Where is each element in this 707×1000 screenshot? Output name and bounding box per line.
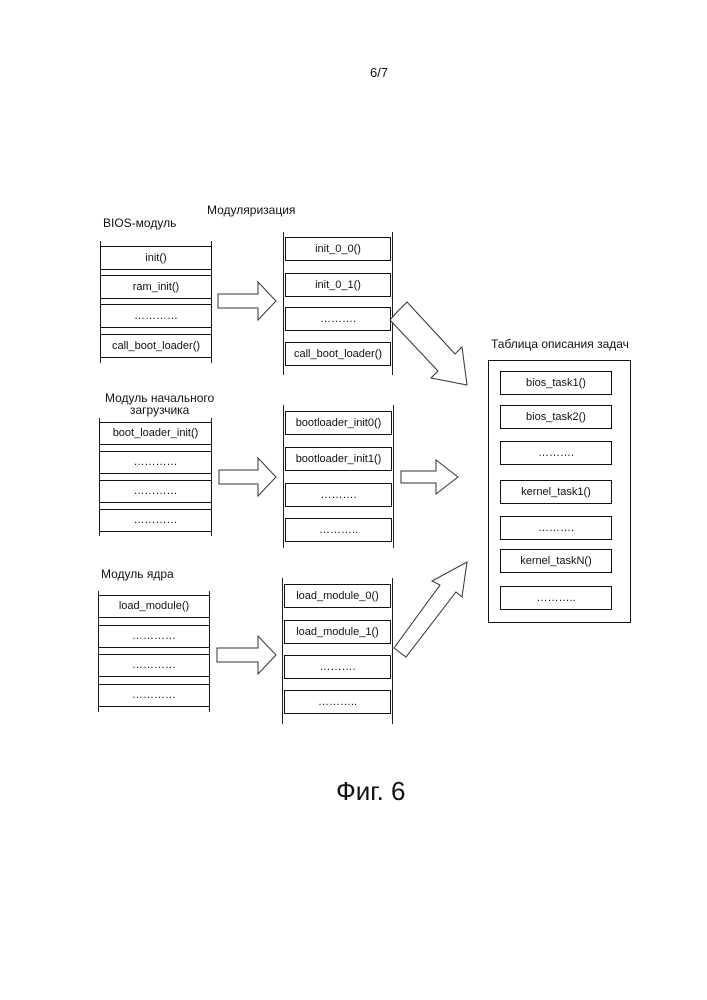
right-arrow-icon bbox=[401, 460, 458, 494]
right-arrow-icon bbox=[217, 636, 276, 674]
diagonal-arrow-icon bbox=[390, 302, 467, 385]
diagonal-arrow-icon bbox=[394, 562, 467, 657]
figure-caption: Фиг. 6 bbox=[336, 776, 406, 806]
right-arrow-icon bbox=[218, 282, 276, 320]
right-arrow-icon bbox=[219, 458, 276, 496]
